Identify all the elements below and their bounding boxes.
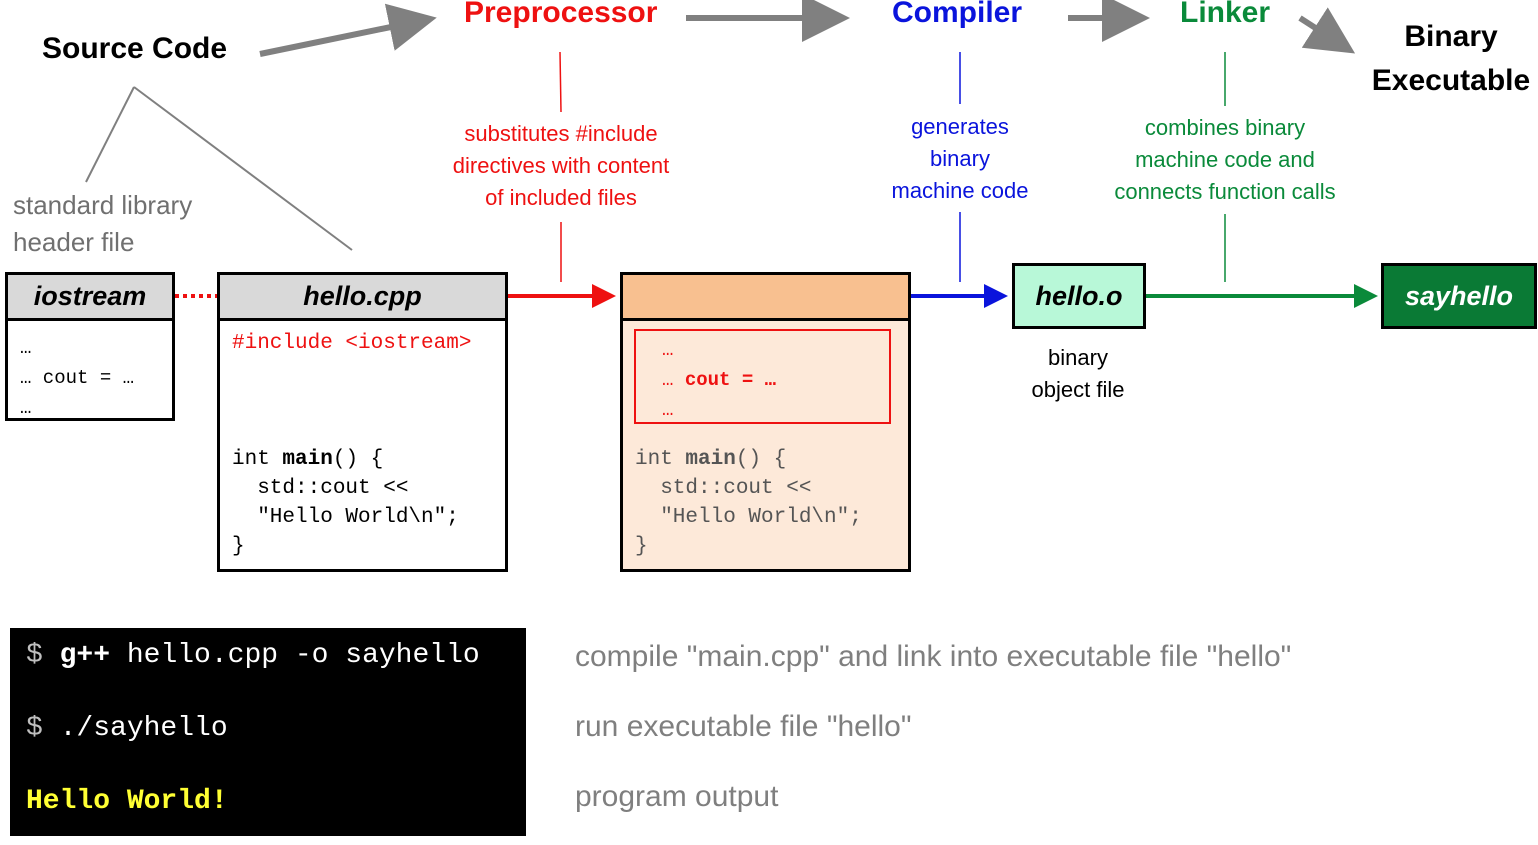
- std-header-description: standard library header file: [13, 187, 192, 261]
- preprocessed-code: int main() { std::cout << "Hello World\n…: [635, 445, 862, 561]
- stage-binary-executable: Binary Executable: [1370, 15, 1532, 103]
- code-close-brace: }: [232, 535, 245, 558]
- preprocessed-box-header: [623, 275, 908, 321]
- terminal-command-args: hello.cpp -o sayhello: [110, 640, 480, 671]
- source-bracket-right: [133, 86, 353, 251]
- code-punct: () {: [332, 448, 384, 471]
- std-header-line1: standard library: [13, 190, 193, 220]
- terminal-prompt: $: [26, 713, 60, 744]
- iostream-line: …: [20, 337, 32, 359]
- object-desc-line2: object file: [1031, 377, 1125, 402]
- included-content: … … cout = … …: [636, 331, 889, 425]
- code-keyword: int: [232, 448, 283, 471]
- arrow-linker-to-binary: [1298, 7, 1356, 54]
- explanation-compile: compile "main.cpp" and link into executa…: [575, 640, 1292, 673]
- code-function-name: main: [282, 448, 333, 471]
- terminal-command-compile: $ g++ hello.cpp -o sayhello: [26, 640, 480, 671]
- explanation-output: program output: [575, 780, 779, 813]
- terminal-command-text: ./sayhello: [59, 713, 228, 744]
- include-directive: #include <iostream>: [232, 332, 472, 355]
- linker-desc-line1: combines binary: [1144, 115, 1306, 140]
- linker-desc-line2: machine code and: [1135, 147, 1315, 172]
- stage-compiler: Compiler: [892, 0, 1023, 29]
- hello-cpp-box-title: hello.cpp: [220, 275, 505, 321]
- explanation-run: run executable file "hello": [575, 710, 912, 743]
- code-function-name: main: [685, 448, 736, 471]
- code-body-line: "Hello World\n";: [232, 506, 459, 529]
- object-file-description: binary object file: [998, 342, 1158, 406]
- std-header-line2: header file: [13, 227, 135, 257]
- compiler-description: generates binary machine code: [860, 111, 1060, 207]
- main-signature: int main() {: [232, 445, 505, 474]
- compiler-desc-line1: generates: [911, 114, 1009, 139]
- preprocessor-stem-top: [559, 51, 562, 113]
- compiler-desc-line2: binary: [930, 146, 990, 171]
- linker-desc-line3: connects function calls: [1114, 179, 1336, 204]
- arrow-source-to-preprocessor: [259, 3, 437, 57]
- stage-linker: Linker: [1180, 0, 1271, 29]
- iostream-line: …: [20, 397, 32, 419]
- iostream-line: … cout = …: [20, 367, 135, 389]
- linker-description: combines binary machine code and connect…: [1085, 112, 1365, 208]
- included-content-highlight: … … cout = … …: [634, 329, 891, 424]
- terminal-prompt: $: [26, 640, 60, 671]
- compiler-desc-line3: machine code: [891, 178, 1029, 203]
- preprocessor-desc-line3: of included files: [485, 185, 637, 210]
- source-bracket-left: [85, 86, 135, 183]
- hello-cpp-file-box: hello.cpp #include <iostream> int main()…: [217, 272, 508, 572]
- preprocessor-desc-line2: directives with content: [452, 153, 670, 178]
- included-line: …: [662, 399, 674, 421]
- hello-cpp-code: #include <iostream> int main() { std::co…: [220, 321, 505, 561]
- terminal-command-name: g++: [59, 640, 111, 671]
- code-body-line: std::cout <<: [635, 477, 812, 500]
- iostream-box-title: iostream: [8, 275, 172, 321]
- terminal-window: $ g++ hello.cpp -o sayhello $ ./sayhello…: [10, 628, 526, 836]
- included-line-cout: … cout = …: [662, 365, 889, 395]
- code-punct: () {: [735, 448, 787, 471]
- included-ellipsis: …: [662, 369, 685, 391]
- included-cout-keyword: cout: [684, 369, 731, 391]
- iostream-box-content: … … cout = … …: [8, 321, 172, 423]
- stage-binary-line2: Executable: [1371, 64, 1531, 97]
- code-body-line: "Hello World\n";: [635, 506, 862, 529]
- executable-file-box: sayhello: [1381, 263, 1537, 329]
- terminal-program-output: Hello World!: [26, 786, 228, 817]
- main-signature: int main() {: [635, 445, 862, 474]
- preprocessor-desc-line1: substitutes #include: [464, 121, 658, 146]
- preprocessed-output-box: … … cout = … … int main() { std::cout <<…: [620, 272, 911, 572]
- stage-source-code: Source Code: [42, 32, 228, 65]
- included-cout-rest: = …: [730, 369, 777, 391]
- code-keyword: int: [635, 448, 686, 471]
- object-file-box: hello.o: [1012, 263, 1146, 329]
- stage-preprocessor: Preprocessor: [464, 0, 658, 29]
- included-line: …: [662, 339, 674, 361]
- object-desc-line1: binary: [1048, 345, 1108, 370]
- code-body-line: std::cout <<: [232, 477, 409, 500]
- stage-binary-line1: Binary: [1404, 20, 1498, 53]
- code-close-brace: }: [635, 535, 648, 558]
- preprocessor-description: substitutes #include directives with con…: [411, 118, 711, 214]
- iostream-file-box: iostream … … cout = … …: [5, 272, 175, 421]
- terminal-command-run: $ ./sayhello: [26, 713, 228, 744]
